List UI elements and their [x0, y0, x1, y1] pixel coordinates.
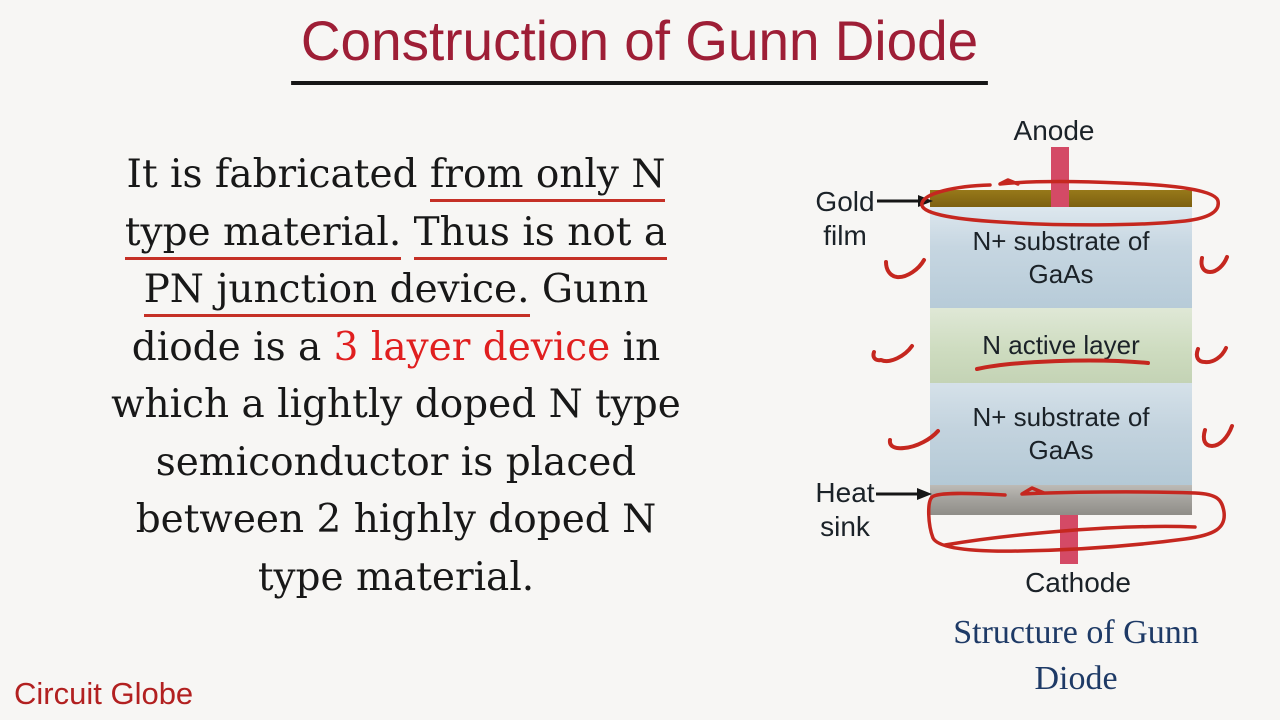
- body-text-segment: It is fabricated: [126, 152, 430, 197]
- pen-underlined-text: from only N: [429, 152, 666, 202]
- body-text-segment: in: [610, 324, 661, 370]
- layer-label: N active layer: [982, 330, 1140, 360]
- body-text-segment: Gunn: [529, 267, 649, 312]
- pen-check-left-1: [886, 260, 924, 277]
- page-title: Construction of Gunn Diode: [291, 8, 989, 85]
- layer-heat-sink: [930, 485, 1192, 515]
- pen-underlined-text: type material.: [124, 209, 402, 260]
- layer-label: N+ substrate of GaAs: [972, 225, 1150, 289]
- pen-underlined-text: PN junction device.: [143, 267, 530, 317]
- pen-check-right-3: [1204, 426, 1232, 446]
- anode-terminal-bar: [1051, 147, 1069, 207]
- pen-underlined-text: Thus is not a: [413, 209, 668, 260]
- diagram-caption: Structure of Gunn Diode: [953, 614, 1199, 697]
- gunn-diode-stack: N+ substrate of GaAs N active layer N+ s…: [930, 190, 1192, 515]
- title-wrap: Construction of Gunn Diode: [0, 8, 1280, 85]
- body-text-segment: [401, 210, 413, 255]
- body-line: type material.: [62, 549, 730, 607]
- body-line: which a lightly doped N type: [62, 376, 730, 434]
- brand-watermark: Circuit Globe: [14, 676, 194, 711]
- anode-label: Anode: [1013, 115, 1095, 146]
- highlighted-red-text: 3 layer device: [333, 324, 611, 370]
- body-text-segment: semiconductor is placed: [155, 439, 637, 485]
- body-text-segment: between 2 highly doped N: [135, 497, 657, 542]
- layer-n-substrate-top: N+ substrate of GaAs: [930, 207, 1192, 308]
- body-line: between 2 highly doped N: [62, 491, 730, 549]
- pen-check-left-2: [873, 346, 912, 361]
- body-text-segment: diode is a: [131, 324, 334, 370]
- body-text-segment: which a lightly doped N type: [111, 382, 681, 427]
- layer-n-substrate-bottom: N+ substrate of GaAs: [930, 383, 1192, 485]
- layer-n-active: N active layer: [930, 308, 1192, 383]
- body-line: PN junction device. Gunn: [62, 261, 730, 319]
- body-line: type material. Thus is not a: [62, 204, 730, 262]
- pen-check-right-2: [1197, 348, 1226, 362]
- body-line: diode is a 3 layer device in: [62, 319, 730, 377]
- body-text-segment: type material.: [257, 554, 535, 600]
- body-line: semiconductor is placed: [62, 434, 730, 492]
- body-line: It is fabricated from only N: [62, 146, 730, 204]
- cathode-label: Cathode: [1025, 567, 1131, 598]
- gold-film-label: Gold film: [815, 186, 875, 251]
- layer-label: N+ substrate of GaAs: [972, 402, 1150, 465]
- heat-sink-label: Heat sink: [815, 477, 875, 542]
- cathode-terminal-bar: [1060, 515, 1078, 564]
- pen-check-right-1: [1201, 257, 1227, 272]
